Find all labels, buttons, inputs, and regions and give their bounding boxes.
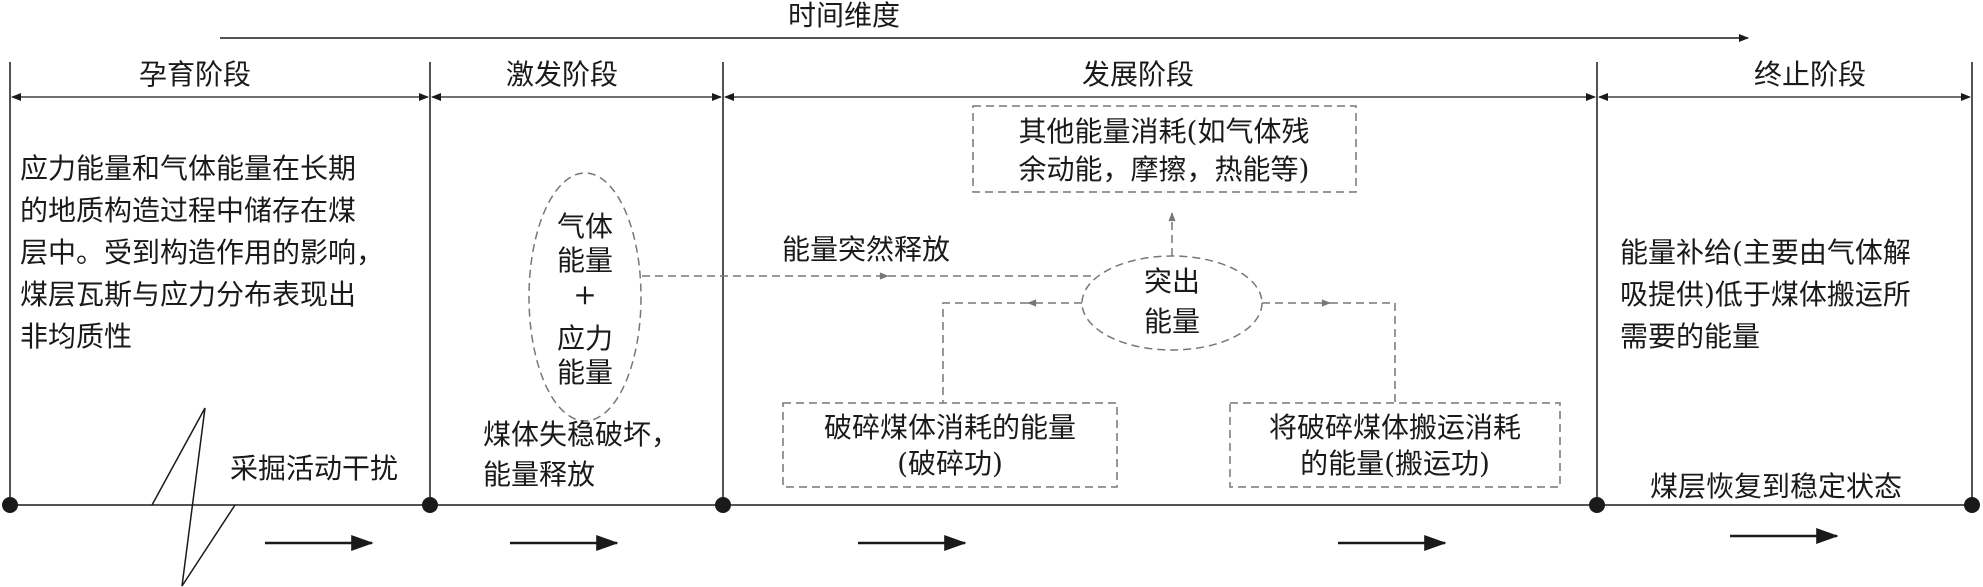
supply-line: 需要的能量 <box>1620 320 1761 353</box>
timeline-node <box>715 497 731 513</box>
stage-name-development: 发展阶段 <box>1082 58 1194 91</box>
stage-name-excitation: 激发阶段 <box>506 58 618 91</box>
timeline-node <box>1589 497 1605 513</box>
ellipse-line: 能量 <box>557 244 613 277</box>
crushing-line: 破碎煤体消耗的能量 <box>824 411 1076 444</box>
ellipse-line: 应力 <box>557 322 613 355</box>
supply-line: 吸提供)低于煤体搬运所 <box>1620 278 1911 311</box>
transport-line: 将破碎煤体搬运消耗 <box>1269 411 1521 444</box>
transport-line: 的能量(搬运功) <box>1300 447 1490 480</box>
other-consumption-line: 余动能，摩擦，热能等) <box>1019 153 1310 186</box>
outburst-energy-line: 突出 <box>1144 265 1200 298</box>
energy-supply-description: 能量补给(主要由气体解 吸提供)低于煤体搬运所 需要的能量 <box>1620 232 1970 358</box>
gestation-description: 应力能量和气体能量在长期 的地质构造过程中储存在煤 层中。受到构造作用的影响， … <box>20 148 430 358</box>
timeline-node <box>422 497 438 513</box>
outburst-energy-line: 能量 <box>1144 305 1200 338</box>
ellipse-line: 气体 <box>557 210 613 243</box>
gestation-line: 的地质构造过程中储存在煤 <box>20 194 357 227</box>
timeline-node <box>1964 497 1980 513</box>
stage-name-gestation: 孕育阶段 <box>139 58 251 91</box>
gestation-line: 煤层瓦斯与应力分布表现出 <box>20 278 357 311</box>
gestation-line: 层中。受到构造作用的影响， <box>20 236 385 269</box>
crushing-energy-box <box>782 402 1118 488</box>
supply-line: 能量补给(主要由气体解 <box>1620 236 1911 269</box>
mining-disturbance-label: 采掘活动干扰 <box>230 452 398 485</box>
timeline-node <box>2 497 18 513</box>
sudden-release-label: 能量突然释放 <box>782 233 950 266</box>
gestation-line: 非均质性 <box>20 320 133 353</box>
time-axis-label: 时间维度 <box>788 0 900 32</box>
ellipse-line: 能量 <box>557 356 613 389</box>
ellipse-line: + <box>573 278 596 311</box>
stable-state-label: 煤层恢复到稳定状态 <box>1650 470 1902 503</box>
to-transport-connector <box>1330 302 1396 403</box>
gas-stress-energy-ellipse <box>528 172 642 422</box>
excitation-caption-line: 煤体失稳破坏， <box>483 418 679 451</box>
transport-energy-box <box>1229 402 1561 488</box>
crushing-line: (破碎功) <box>897 447 1003 480</box>
other-consumption-line: 其他能量消耗(如气体残 <box>1019 115 1310 148</box>
gestation-line: 应力能量和气体能量在长期 <box>20 152 357 185</box>
mining-disturbance-zigzag <box>151 407 236 587</box>
excitation-caption-line: 能量释放 <box>483 458 595 491</box>
to-crushing-connector <box>942 302 1028 403</box>
stage-name-termination: 终止阶段 <box>1754 58 1866 91</box>
